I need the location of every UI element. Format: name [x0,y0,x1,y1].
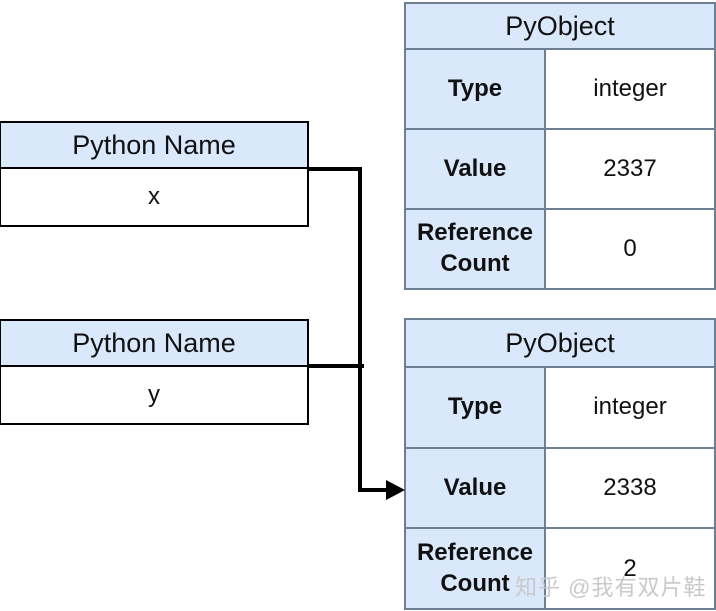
python-name-box-y: Python Name y [0,319,309,425]
pyobject-table-2337: PyObject Type integer Value 2337 Referen… [404,2,716,290]
table-header: PyObject [406,320,714,366]
name-box-header: Python Name [1,123,307,169]
row-label-refcount: Reference Count [406,527,546,608]
row-label-type: Type [406,48,546,128]
arrowhead-icon [386,480,405,500]
row-label-value: Value [406,128,546,208]
name-box-value-x: x [148,183,160,210]
row-value-refcount: 2 [546,527,714,608]
row-value-type: integer [546,48,714,128]
connector-x-trunk-arrow [308,167,388,492]
row-value-type: integer [546,366,714,447]
name-box-header: Python Name [1,321,307,367]
row-value-refcount: 0 [546,208,714,288]
row-value-value: 2337 [546,128,714,208]
row-label-type: Type [406,366,546,447]
table-header: PyObject [406,4,714,48]
row-value-value: 2338 [546,446,714,528]
python-name-box-x: Python Name x [0,121,309,227]
pyobject-table-2338: PyObject Type integer Value 2338 Referen… [404,318,716,610]
row-label-value: Value [406,446,546,528]
row-label-refcount: Reference Count [406,208,546,288]
name-box-value-y: y [148,381,160,408]
